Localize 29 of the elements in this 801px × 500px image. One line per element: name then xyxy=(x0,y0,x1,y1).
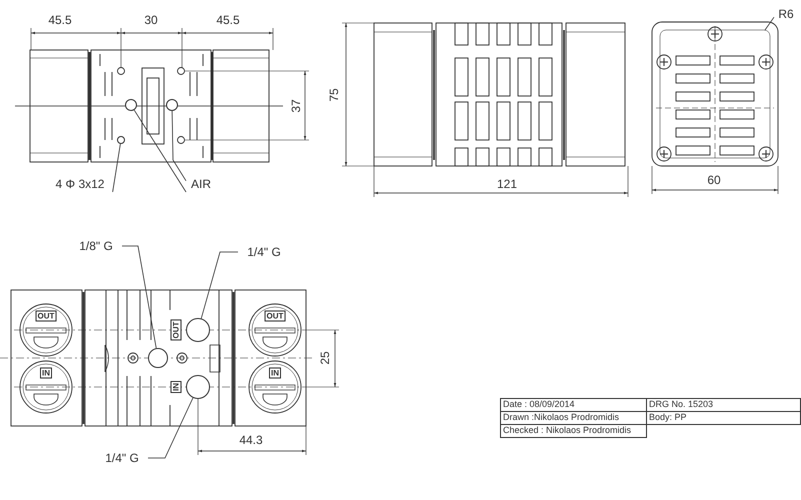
leader-line xyxy=(148,397,194,458)
mounting-hole xyxy=(117,136,125,144)
table-cell: DRG No. 15203 xyxy=(646,398,801,412)
air-port xyxy=(125,99,137,111)
callout-text: 4 Φ 3x12 xyxy=(46,176,114,192)
callout-text: 1/4" G xyxy=(96,450,148,466)
callout-text: 1/8" G xyxy=(70,238,122,254)
port-label: OUT xyxy=(264,310,286,322)
leader-line xyxy=(764,16,774,30)
port-label: IN xyxy=(269,368,281,378)
thread-port xyxy=(148,348,168,368)
callout-text: AIR xyxy=(186,176,216,192)
port-label: OUT xyxy=(36,310,56,322)
table-cell: Checked : Nikolaos Prodromidis xyxy=(500,424,647,438)
table-cell: Body: PP xyxy=(646,411,801,425)
leader-line xyxy=(134,110,186,192)
leader-line xyxy=(172,110,186,182)
port-label: IN xyxy=(170,381,182,393)
leader-line xyxy=(112,144,121,192)
thread-port xyxy=(186,318,210,342)
callout-text: 1/4" G xyxy=(238,244,290,260)
air-port xyxy=(166,99,178,111)
port-label: OUT xyxy=(170,320,182,340)
callout-text: R6 xyxy=(774,6,798,22)
port-label: IN xyxy=(40,368,52,378)
thread-port xyxy=(186,375,210,399)
leader-line xyxy=(200,252,238,319)
leader-line xyxy=(122,246,157,349)
table-cell: Date : 08/09/2014 xyxy=(500,398,647,412)
